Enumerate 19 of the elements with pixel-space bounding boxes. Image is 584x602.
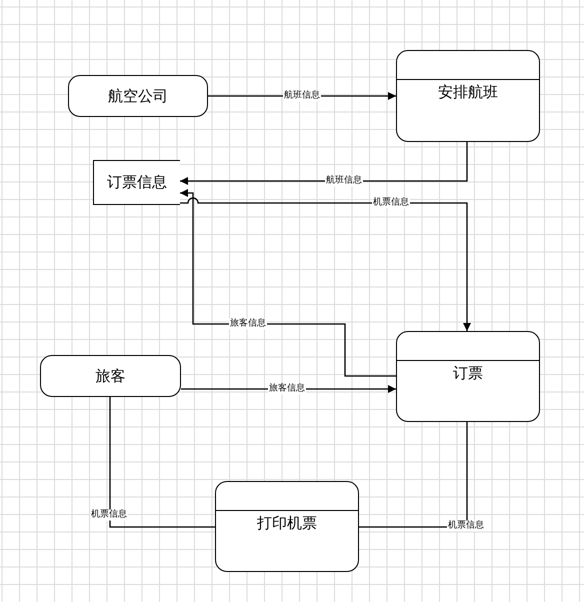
process-name: 安排航班 [437,83,499,102]
process-name: 打印机票 [256,514,318,533]
process-box [215,481,359,572]
arrow [180,198,471,331]
arrow [180,189,396,377]
process-box [396,331,540,422]
edge-label: 机票信息 [372,198,410,208]
edge-label: 机票信息 [90,510,128,520]
edge-label: 航班信息 [325,176,363,186]
arrow [180,142,468,185]
edge-label: 旅客信息 [268,384,306,394]
process-name: 订票 [452,364,484,383]
data-store: 订票信息 [93,160,180,205]
edge-label: 旅客信息 [229,318,267,330]
process-box [396,50,540,142]
edge-label: 机票信息 [447,520,485,532]
entity-box: 航空公司 [68,75,208,117]
edge-label: 航班信息 [283,90,321,102]
entity-box: 旅客 [40,355,181,397]
